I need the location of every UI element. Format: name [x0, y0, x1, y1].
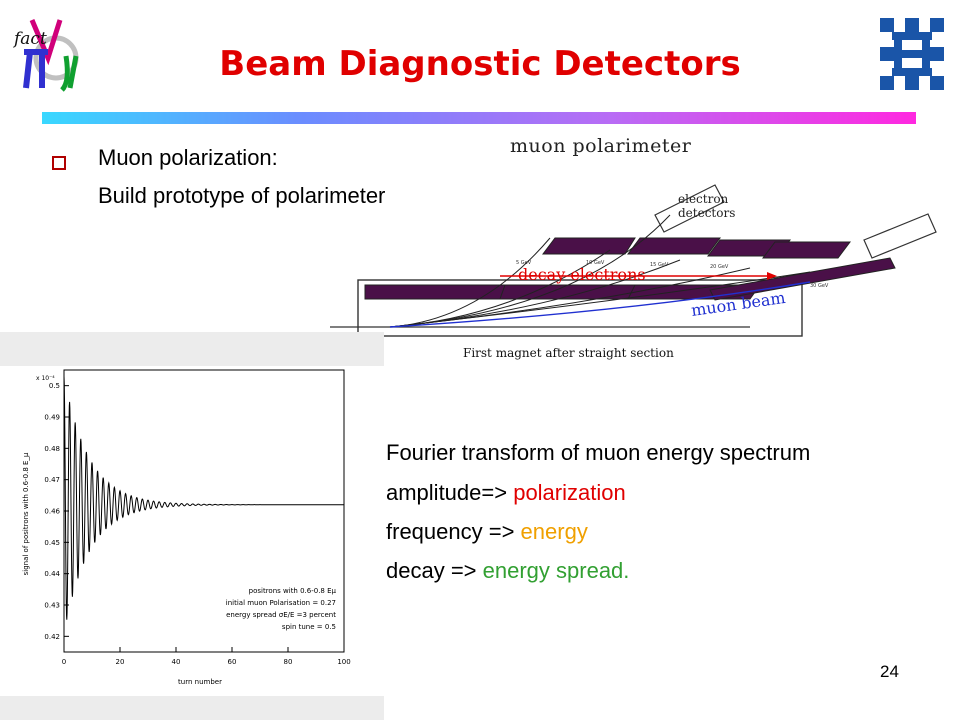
experiment-logo: fact — [10, 12, 100, 98]
y-axis-label: signal of positrons with 0.6-0.8 E_μ — [22, 452, 30, 575]
y-tick-label: 0.48 — [44, 445, 60, 453]
svg-text:20 GeV: 20 GeV — [710, 264, 729, 270]
polarization-label: polarization — [513, 480, 626, 505]
y-tick-label: 0.46 — [44, 508, 60, 516]
polarimeter-diagram: decay electrons muon beam electron detec… — [330, 160, 950, 345]
legend-line: energy spread σE/E =3 percent — [226, 611, 336, 619]
svg-text:10 GeV: 10 GeV — [586, 260, 605, 266]
svg-text:30 GeV: 30 GeV — [810, 283, 829, 289]
legend-line: positrons with 0.6-0.8 Eμ — [249, 587, 337, 595]
y-tick-label: 0.45 — [44, 539, 60, 547]
y-tick-label: 0.5 — [49, 382, 60, 390]
svg-text:5 GeV: 5 GeV — [516, 260, 532, 266]
fourier-line-2: amplitude=> polarization — [386, 480, 626, 506]
fourier-line-4: decay => energy spread. — [386, 558, 629, 584]
title-divider — [42, 112, 916, 124]
energy-label: energy — [520, 519, 588, 544]
amplitude-label: amplitude=> — [386, 480, 514, 505]
signal-series-line — [63, 376, 344, 620]
frequency-label: frequency => — [386, 519, 521, 544]
x-tick-label: 100 — [337, 658, 350, 666]
x-tick-label: 20 — [116, 658, 125, 666]
x-tick-label: 0 — [62, 658, 66, 666]
svg-text:electron: electron — [678, 192, 729, 206]
slide-title: Beam Diagnostic Detectors — [219, 44, 741, 84]
polarimeter-caption: First magnet after straight section — [463, 346, 674, 360]
y-tick-label: 0.43 — [44, 602, 60, 610]
svg-text:fact: fact — [12, 29, 47, 49]
fourier-line-1: Fourier transform of muon energy spectru… — [386, 440, 811, 465]
bullet-text-1: Muon polarization: — [98, 145, 278, 170]
x-tick-label: 60 — [228, 658, 237, 666]
x-tick-label: 80 — [284, 658, 293, 666]
y-tick-label: 0.47 — [44, 476, 60, 484]
legend-line: initial muon Polarisation = 0.27 — [226, 599, 336, 607]
svg-text:detectors: detectors — [678, 206, 735, 220]
svg-text:decay electrons: decay electrons — [518, 265, 646, 284]
y-tick-label: 0.42 — [44, 633, 60, 641]
oscillation-chart: 0.42 0.43 0.44 0.45 0.46 0.47 0.48 0.49 0.5 0 20 4… — [0, 366, 384, 696]
fourier-line-3: frequency => energy — [386, 519, 588, 545]
bullet-icon — [52, 156, 66, 170]
x-axis-label: turn number — [178, 678, 222, 686]
page-number: 24 — [880, 662, 899, 681]
polarimeter-title: muon polarimeter — [510, 135, 692, 157]
y-tick-label: 0.44 — [44, 570, 60, 578]
svg-text:15 GeV: 15 GeV — [650, 262, 669, 268]
y-axis-multiplier: x 10⁻⁴ — [36, 375, 55, 382]
energy-spread-label: energy spread. — [482, 558, 630, 583]
y-tick-label: 0.49 — [44, 414, 60, 422]
bullet-text-2: Build prototype of polarimeter — [98, 183, 386, 208]
decay-label: decay => — [386, 558, 483, 583]
lab-logo — [872, 14, 952, 94]
x-tick-label: 40 — [172, 658, 181, 666]
legend-line: spin tune = 0.5 — [282, 623, 336, 631]
